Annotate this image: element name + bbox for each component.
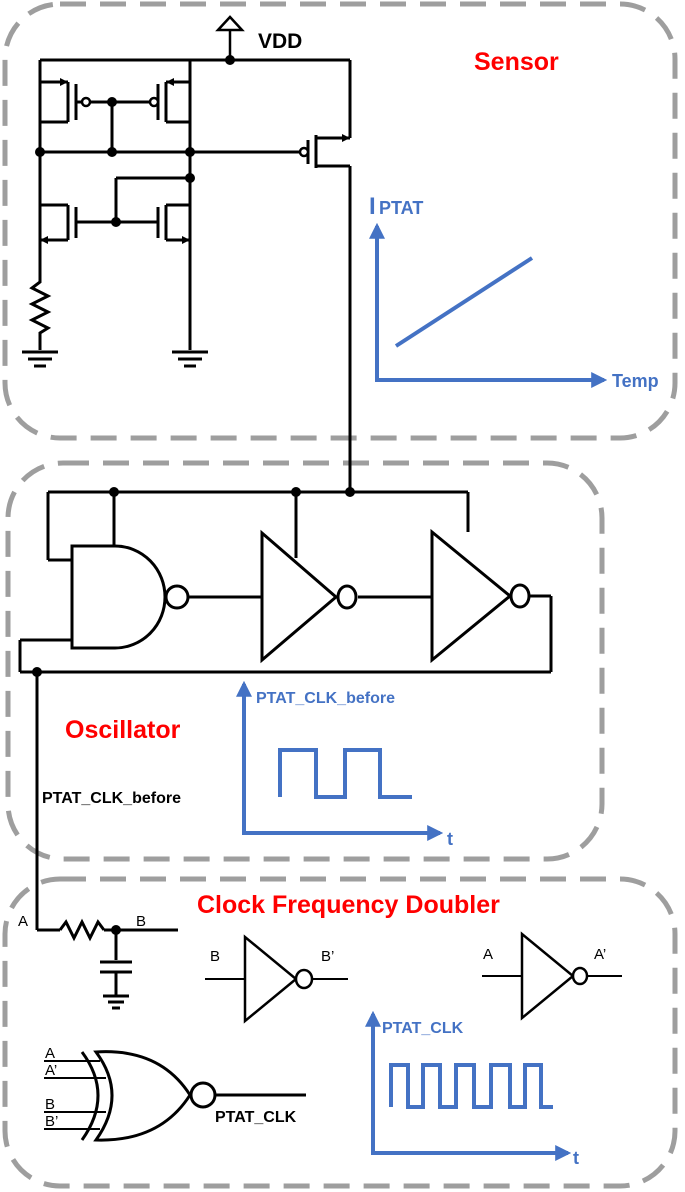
pmos-right-arrow xyxy=(166,78,174,86)
ground-right-icon xyxy=(172,350,208,368)
vdd-label: VDD xyxy=(258,30,302,53)
vdd-symbol xyxy=(215,15,245,60)
oscillator-junctions xyxy=(32,487,355,677)
doubler-section-border xyxy=(2,876,678,1189)
rc-node-junction xyxy=(111,925,121,935)
sensor-junctions xyxy=(35,55,235,227)
pmos-out-bubble xyxy=(298,146,310,158)
inv-b-in-label: B xyxy=(210,948,220,965)
iptat-y-label-main: I xyxy=(369,193,376,220)
xnor-gate xyxy=(93,1050,192,1142)
oscillator-wires xyxy=(18,490,553,930)
inverter-b-bubble xyxy=(294,968,314,990)
rc-label-a: A xyxy=(18,913,28,930)
inverter-a-bubble xyxy=(571,966,589,986)
inverter-1-bubble xyxy=(336,584,358,610)
nand-gate xyxy=(70,544,167,650)
pmos-out-arrow xyxy=(342,134,350,142)
nmos-left-arrow xyxy=(40,236,48,244)
rc-wires xyxy=(37,918,178,1010)
osc-waveform xyxy=(278,748,412,799)
pmos-left-arrow xyxy=(60,78,68,86)
inverter-a xyxy=(520,931,575,1021)
nand-gate-bubble xyxy=(164,584,190,610)
inverter-1 xyxy=(260,529,339,664)
ground-left-icon xyxy=(22,350,58,368)
inv-b-out-label: B’ xyxy=(321,948,334,965)
ptat-clk-output-label: PTAT_CLK xyxy=(215,1109,297,1126)
iptat-line xyxy=(394,256,534,348)
xnor-gate-bubble xyxy=(189,1081,217,1109)
osc-plot-y-label: PTAT_CLK_before xyxy=(256,690,395,707)
xnor-input-label-3: B’ xyxy=(45,1113,58,1130)
clk-plot-y-label: PTAT_CLK xyxy=(382,1020,464,1037)
inverter-2 xyxy=(430,528,513,664)
oscillator-section-border xyxy=(5,460,605,862)
pmos-left-bubble xyxy=(80,96,92,108)
xnor-back-curve xyxy=(80,1051,100,1141)
sensor-resistor xyxy=(28,275,52,350)
xnor-input-label-1: A’ xyxy=(45,1062,57,1079)
rc-label-b: B xyxy=(136,913,146,930)
oscillator-title: Oscillator xyxy=(65,716,181,744)
inv-a-out-label: A’ xyxy=(594,946,606,963)
osc-plot-x-label: t xyxy=(447,829,453,849)
xnor-input-label-2: B xyxy=(45,1096,55,1113)
sensor-title: Sensor xyxy=(474,48,559,76)
clk-plot-x-label: t xyxy=(573,1148,579,1168)
inverter-b xyxy=(243,934,298,1024)
inv-a-in-label: A xyxy=(483,946,493,963)
pmos-right-bubble xyxy=(148,96,160,108)
doubler-title: Clock Frequency Doubler xyxy=(197,891,500,919)
iptat-y-label-sub: PTAT xyxy=(379,198,423,218)
ptat-clk-before-label: PTAT_CLK_before xyxy=(42,790,181,807)
nmos-right-arrow xyxy=(182,236,190,244)
sensor-wires xyxy=(38,58,352,492)
iptat-x-label: Temp xyxy=(612,371,659,391)
xnor-input-label-0: A xyxy=(45,1045,55,1062)
clk-waveform xyxy=(389,1063,553,1109)
inverter-2-bubble xyxy=(509,583,531,609)
sensor-section-border xyxy=(2,1,678,441)
